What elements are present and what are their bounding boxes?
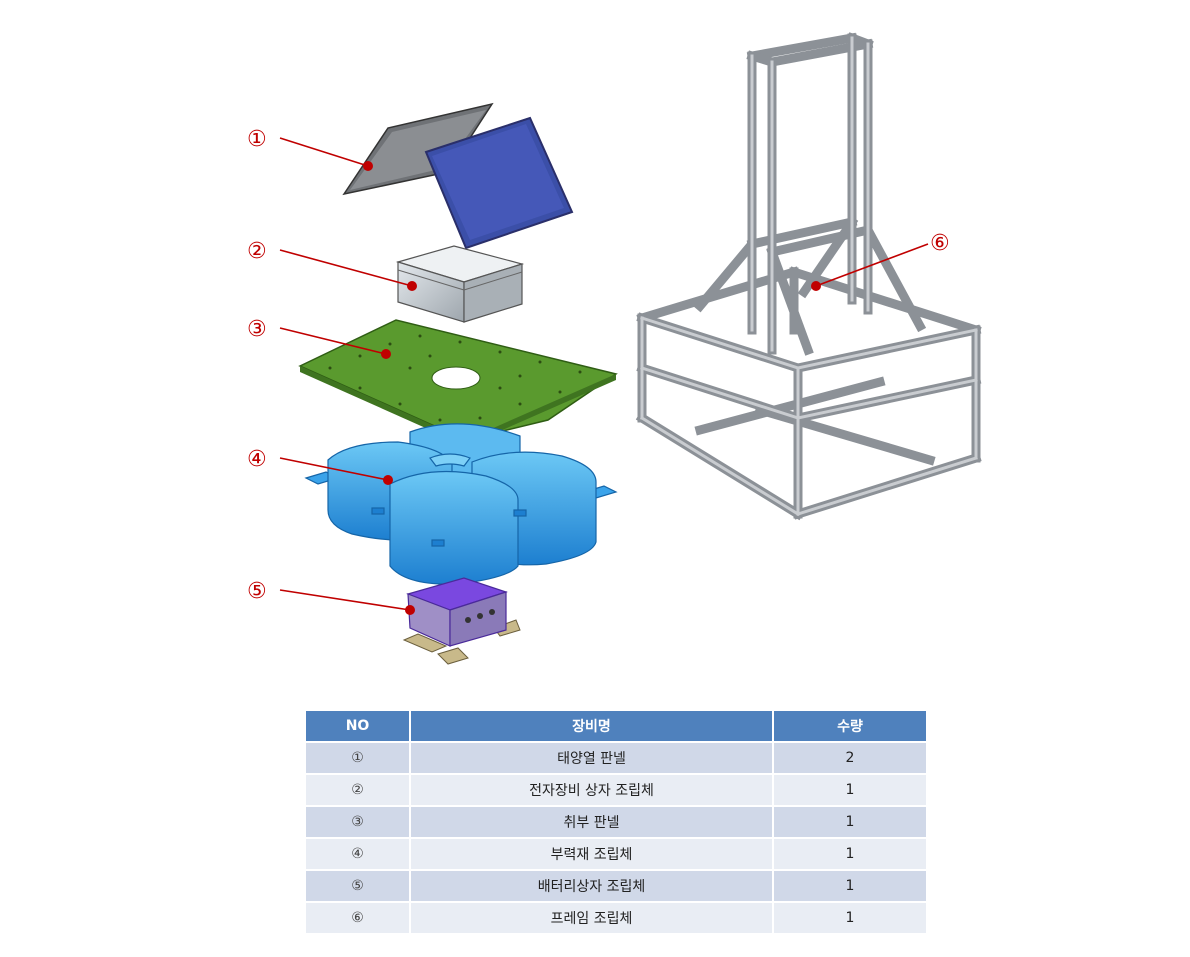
frame-assembly xyxy=(635,32,982,521)
table-row: ④ 부력재 조립체 1 xyxy=(304,837,928,871)
row-name: 프레임 조립체 xyxy=(409,901,774,935)
row-no: ⑥ xyxy=(304,901,411,935)
row-qty: 1 xyxy=(772,837,928,871)
row-name: 태양열 판넬 xyxy=(409,741,774,775)
equipment-table: NO 장비명 수량 ① 태양열 판넬 2 ② 전자장비 상자 조립체 1 ③ 취… xyxy=(304,709,928,935)
battery-box xyxy=(402,577,521,665)
callout-4: ④ xyxy=(247,447,267,472)
row-qty: 1 xyxy=(772,805,928,839)
callout-2: ② xyxy=(247,239,267,264)
table-row: ② 전자장비 상자 조립체 1 xyxy=(304,773,928,807)
row-qty: 2 xyxy=(772,741,928,775)
row-name: 배터리상자 조립체 xyxy=(409,869,774,903)
callout-5: ⑤ xyxy=(247,579,267,604)
row-no: ② xyxy=(304,773,411,807)
row-name: 부력재 조립체 xyxy=(409,837,774,871)
row-name: 전자장비 상자 조립체 xyxy=(409,773,774,807)
mounting-panel xyxy=(298,319,618,446)
row-no: ⑤ xyxy=(304,869,411,903)
row-qty: 1 xyxy=(772,773,928,807)
header-qty: 수량 xyxy=(772,709,928,743)
row-no: ① xyxy=(304,741,411,775)
table-row: ① 태양열 판넬 2 xyxy=(304,741,928,775)
leader-lines xyxy=(279,137,929,611)
row-qty: 1 xyxy=(772,901,928,935)
callout-6: ⑥ xyxy=(930,231,950,256)
solar-panels xyxy=(342,102,574,250)
row-no: ③ xyxy=(304,805,411,839)
leader-dots xyxy=(363,161,821,615)
table-row: ③ 취부 판넬 1 xyxy=(304,805,928,839)
header-name: 장비명 xyxy=(409,709,774,743)
row-no: ④ xyxy=(304,837,411,871)
callout-3: ③ xyxy=(247,317,267,342)
callout-1: ① xyxy=(247,127,267,152)
table-row: ⑥ 프레임 조립체 1 xyxy=(304,901,928,935)
electronics-box xyxy=(395,245,525,323)
row-name: 취부 판넬 xyxy=(409,805,774,839)
row-qty: 1 xyxy=(772,869,928,903)
table-row: ⑤ 배터리상자 조립체 1 xyxy=(304,869,928,903)
exploded-assembly-diagram: ① ② ③ ④ ⑤ ⑥ xyxy=(247,32,982,665)
header-no: NO xyxy=(304,709,411,743)
float-assembly xyxy=(304,423,618,585)
table-header-row: NO 장비명 수량 xyxy=(304,709,928,743)
